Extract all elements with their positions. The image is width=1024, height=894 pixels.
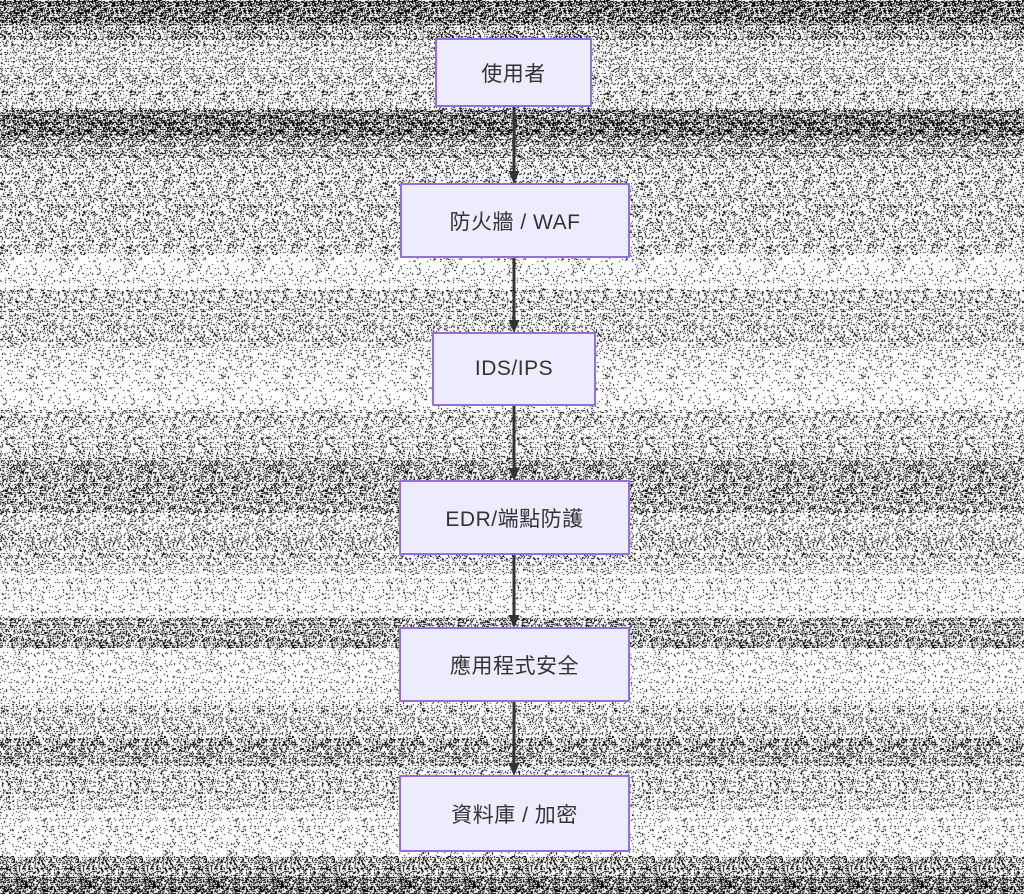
node-label: IDS/IPS [474,357,554,380]
node-label: 資料庫 / 加密 [451,803,578,827]
flowchart-node-user[interactable]: 使用者 [435,38,592,107]
flowchart-node-database[interactable]: 資料庫 / 加密 [399,775,630,852]
flowchart-node-edr[interactable]: EDR/端點防護 [399,480,630,555]
flowchart-node-waf[interactable]: 防火牆 / WAF [400,183,630,258]
node-label: EDR/端點防護 [445,507,584,531]
node-label: 使用者 [481,62,546,86]
node-label: 應用程式安全 [450,654,579,678]
node-label: 防火牆 / WAF [449,210,581,234]
flowchart-node-appsec[interactable]: 應用程式安全 [399,627,630,702]
flowchart-node-idsips[interactable]: IDS/IPS [432,332,596,406]
